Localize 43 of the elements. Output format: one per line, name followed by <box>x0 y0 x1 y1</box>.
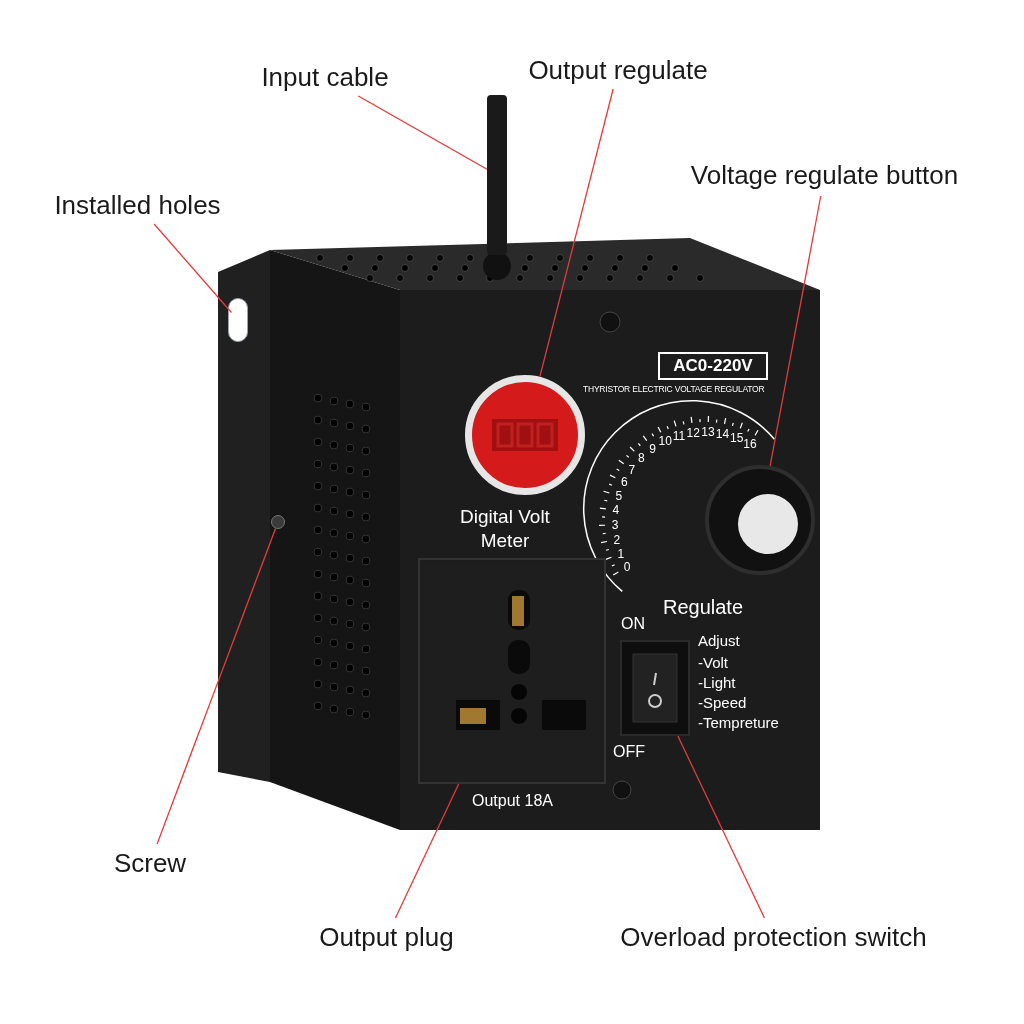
printed-label: Adjust <box>698 631 741 651</box>
callout-label: Output regulate <box>498 51 738 89</box>
leader-line <box>357 95 488 170</box>
dial-number: 10 <box>657 433 673 450</box>
dial-number: 4 <box>611 502 621 519</box>
rocker-switch <box>620 640 690 736</box>
dial-number: 9 <box>648 440 657 457</box>
printed-label: ON <box>621 614 646 634</box>
rating-label: AC0-220V <box>658 352 768 380</box>
dial-number: 8 <box>637 450 646 467</box>
dial-number: 3 <box>610 516 620 533</box>
callout-label: Overload protection switch <box>576 918 971 956</box>
printed-label: Regulate <box>661 595 745 620</box>
leader-line <box>539 88 614 378</box>
dial-number: 13 <box>700 424 716 441</box>
printed-label: -Light <box>698 673 737 693</box>
leader-line <box>156 527 277 845</box>
mounting-hole <box>228 298 248 342</box>
printed-label: -Speed <box>698 693 748 713</box>
callout-label: Output plug <box>294 918 479 956</box>
callout-label: Voltage regulate button <box>652 156 997 196</box>
callout-label: Screw <box>100 844 200 882</box>
dial-number: 12 <box>685 424 701 441</box>
leader-line <box>394 783 460 919</box>
printed-label: THYRISTOR ELECTRIC VOLTAGE REGULATOR <box>583 383 766 396</box>
leader-line <box>677 735 766 919</box>
input-cable <box>487 95 507 255</box>
printed-label: -Tempreture <box>698 713 780 733</box>
callout-label: Installed holes <box>30 186 245 224</box>
dial-number: 14 <box>714 425 731 442</box>
leader-line <box>769 195 822 467</box>
callout-label: Input cable <box>240 58 410 96</box>
leader-line <box>153 223 233 314</box>
dial-number: 1 <box>616 545 626 562</box>
printed-label: Output 18A <box>472 791 554 811</box>
printed-label: -Volt <box>698 653 729 673</box>
dial-number: 0 <box>622 559 632 575</box>
dial-number: 16 <box>742 437 758 453</box>
printed-label: Digital Volt Meter <box>459 505 551 553</box>
output-socket <box>418 558 606 784</box>
dial-number: 2 <box>612 531 622 548</box>
printed-label: OFF <box>613 742 646 762</box>
dial-number: 7 <box>627 461 637 478</box>
